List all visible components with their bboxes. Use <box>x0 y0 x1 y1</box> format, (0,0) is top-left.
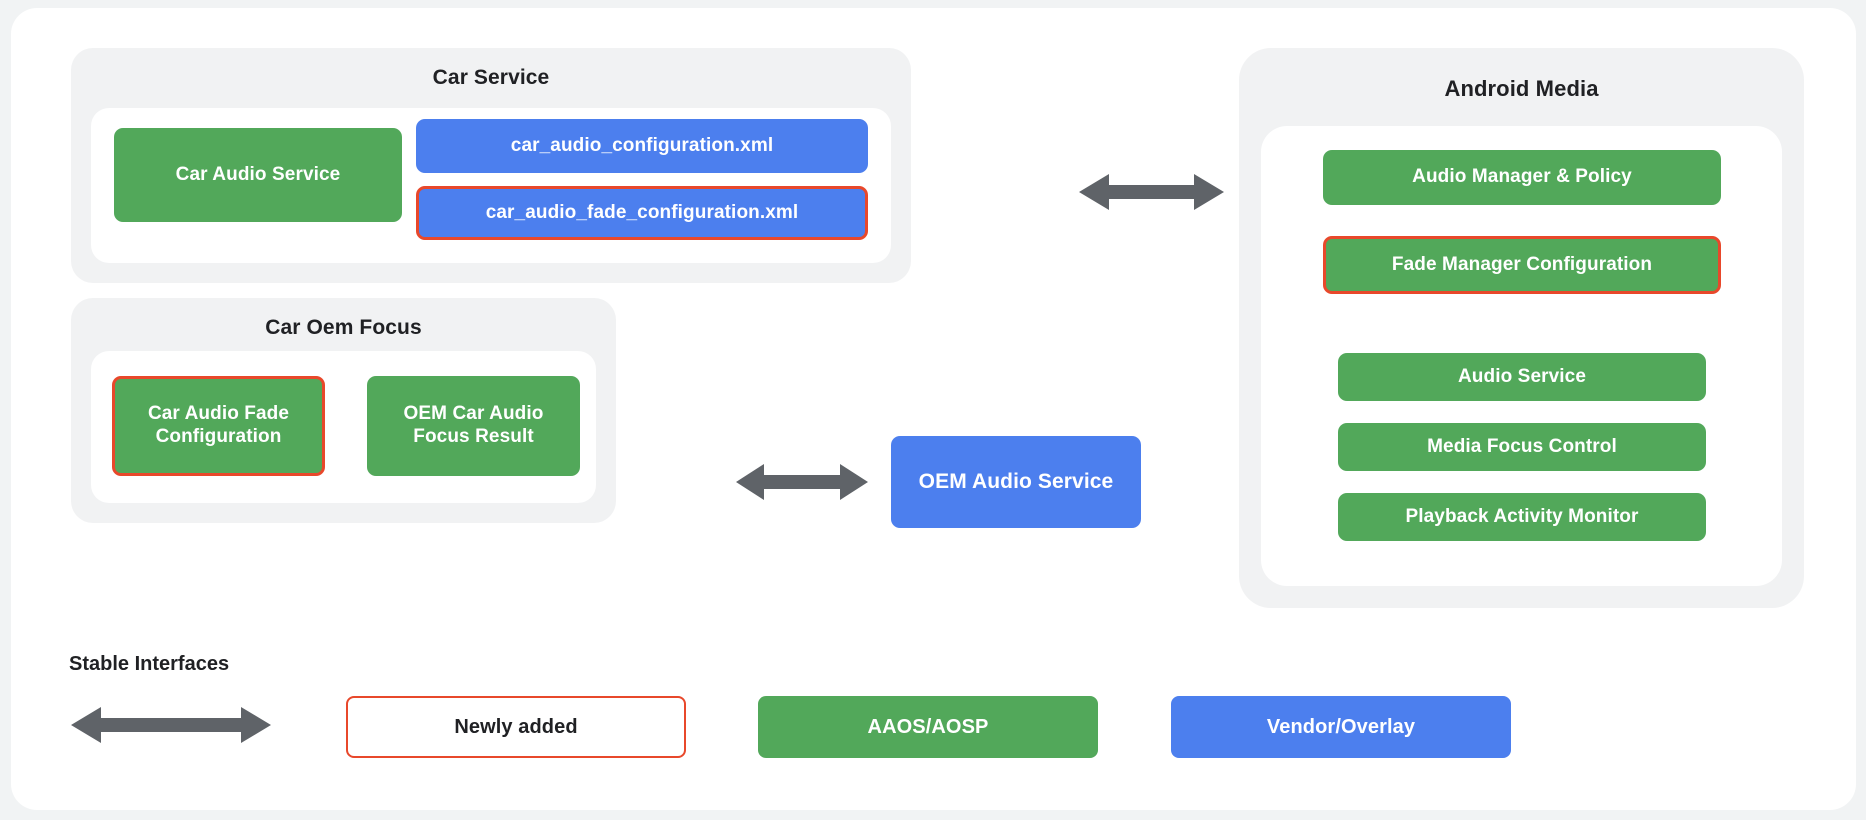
legend-vendor-overlay-box[interactable]: Vendor/Overlay <box>1171 696 1511 758</box>
node-car-audio-fade-configuration-xml[interactable]: car_audio_fade_configuration.xml <box>416 186 868 240</box>
legend-newly-added-box[interactable]: Newly added <box>346 696 686 758</box>
legend-stable-interfaces-label: Stable Interfaces <box>69 653 230 675</box>
legend-stable-interfaces-arrow-icon <box>71 703 271 747</box>
node-oem-audio-service[interactable]: OEM Audio Service <box>891 436 1141 528</box>
arrow-car-oem-focus-to-oem-audio-service <box>736 460 868 504</box>
group-android-media: Android Media Audio Manager & Policy Fad… <box>1239 48 1804 608</box>
group-car-oem-focus: Car Oem Focus Car Audio Fade Configurati… <box>71 298 616 523</box>
arrow-car-service-to-android-media <box>1079 170 1224 214</box>
node-car-audio-configuration-xml[interactable]: car_audio_configuration.xml <box>416 119 868 173</box>
node-playback-activity-monitor[interactable]: Playback Activity Monitor <box>1338 493 1706 541</box>
android-media-title: Android Media <box>1444 76 1599 101</box>
car-service-title: Car Service <box>432 66 550 89</box>
group-car-service: Car Service Car Audio Service car_audio_… <box>71 48 911 283</box>
diagram-card: Car Service Car Audio Service car_audio_… <box>11 8 1856 810</box>
legend-aaos-aosp-box[interactable]: AAOS/AOSP <box>758 696 1098 758</box>
node-fade-manager-configuration[interactable]: Fade Manager Configuration <box>1323 236 1721 294</box>
node-oem-car-audio-focus-result[interactable]: OEM Car Audio Focus Result <box>367 376 580 476</box>
node-audio-service[interactable]: Audio Service <box>1338 353 1706 401</box>
node-car-audio-fade-configuration[interactable]: Car Audio Fade Configuration <box>112 376 325 476</box>
node-media-focus-control[interactable]: Media Focus Control <box>1338 423 1706 471</box>
node-audio-manager-policy[interactable]: Audio Manager & Policy <box>1323 150 1721 205</box>
car-oem-focus-title: Car Oem Focus <box>265 316 422 339</box>
node-car-audio-service[interactable]: Car Audio Service <box>114 128 402 222</box>
